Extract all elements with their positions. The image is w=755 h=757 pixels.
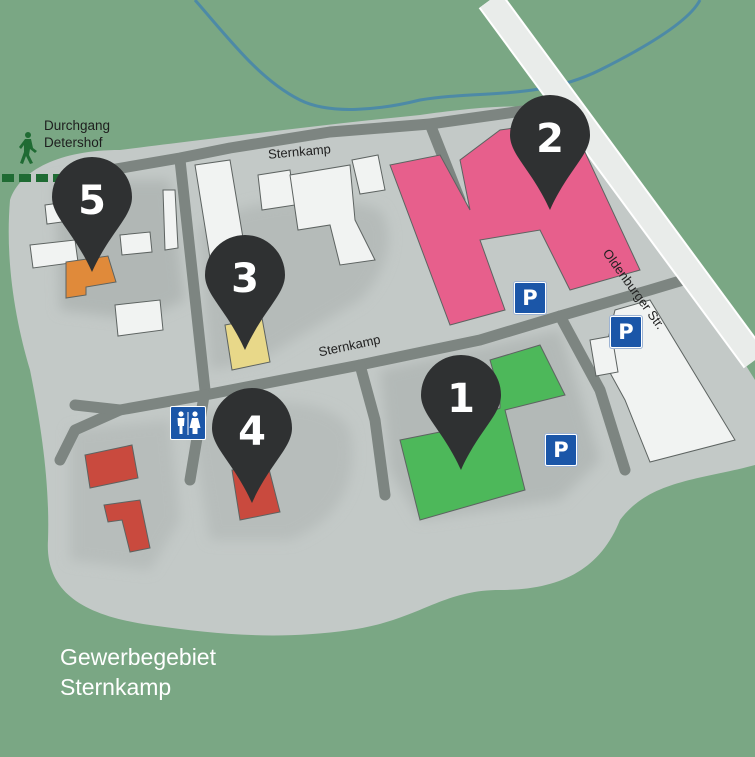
pin-1[interactable]: 1 — [421, 355, 501, 470]
building-grey-3 — [289, 164, 376, 266]
map-pins: 1 2 3 4 5 — [52, 95, 590, 503]
footpath-label: Durchgang Detershof — [44, 117, 110, 151]
parking-sign-3[interactable]: P — [545, 434, 577, 466]
pin-2-number: 2 — [536, 116, 564, 162]
building-5 — [65, 255, 117, 299]
restroom-sign[interactable] — [170, 406, 206, 440]
restroom-icon — [177, 411, 201, 435]
building-grey-6 — [114, 299, 164, 337]
building-grey-8 — [119, 231, 153, 256]
pin-4-number: 4 — [238, 409, 266, 455]
pin-5-number: 5 — [78, 178, 106, 224]
red-buildings — [84, 444, 151, 553]
pin-3[interactable]: 3 — [205, 235, 285, 350]
map-title: Gewerbegebiet Sternkamp — [60, 642, 216, 702]
parking-sign-2[interactable]: P — [610, 316, 642, 348]
parking-sign-1[interactable]: P — [514, 282, 546, 314]
pin-1-number: 1 — [447, 376, 475, 422]
building-red-2 — [103, 499, 151, 553]
building-grey-2 — [257, 169, 296, 211]
footpath-label-line2: Detershof — [44, 135, 103, 150]
pin-3-number: 3 — [231, 256, 259, 302]
building-red-1 — [84, 444, 139, 489]
river — [193, 0, 702, 111]
pin-5[interactable]: 5 — [52, 157, 132, 272]
footpath-label-line1: Durchgang — [44, 118, 111, 133]
walking-person-icon — [19, 132, 37, 164]
pin-4[interactable]: 4 — [212, 388, 292, 503]
map-title-line1: Gewerbegebiet — [60, 644, 216, 670]
building-grey-4 — [351, 154, 386, 195]
building-2 — [389, 119, 641, 326]
oldenburger-strasse-surface — [480, 0, 755, 368]
map-title-line2: Sternkamp — [60, 674, 172, 700]
shade-block-sw — [70, 420, 180, 570]
pin-2[interactable]: 2 — [510, 95, 590, 210]
building-grey-5 — [162, 189, 179, 251]
